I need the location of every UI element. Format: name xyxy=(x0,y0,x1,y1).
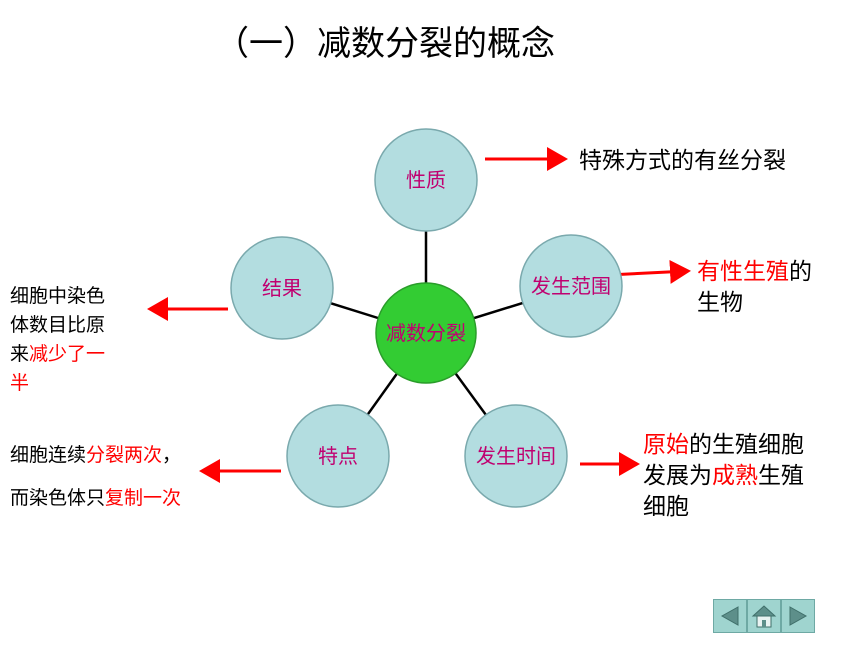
note-feature-emphasis1: 分裂两次 xyxy=(86,444,163,466)
note-scope-text: 的 xyxy=(789,259,812,285)
svg-text:发生范围: 发生范围 xyxy=(531,274,611,298)
note-time-line2b: 生殖 xyxy=(758,463,804,489)
prev-arrow-icon xyxy=(720,606,739,626)
node-result: 结果 xyxy=(230,236,334,340)
note-feature-line2: 而染色体只 xyxy=(10,487,106,509)
note-feature: 细胞连续分裂两次， 而染色体只复制一次 xyxy=(10,434,181,520)
home-button[interactable] xyxy=(747,599,781,633)
svg-text:特点: 特点 xyxy=(318,444,358,468)
note-time-line2a: 发展为 xyxy=(643,463,712,489)
note-feature-emphasis2: 复制一次 xyxy=(105,487,182,509)
svg-text:性质: 性质 xyxy=(406,168,446,192)
next-button[interactable] xyxy=(781,599,815,633)
note-nature-text: 特殊方式的有丝分裂 xyxy=(579,148,786,174)
note-result-line4: 半 xyxy=(10,372,30,394)
svg-text:结果: 结果 xyxy=(262,276,302,300)
note-feature-comma: ， xyxy=(162,444,182,466)
slide-title: （一）减数分裂的概念 xyxy=(215,24,555,64)
note-time-line1: 的生殖细胞 xyxy=(689,432,804,458)
note-result: 细胞中染色 体数目比原 来减少了一 半 xyxy=(10,282,105,398)
note-feature-line1: 细胞连续 xyxy=(10,444,87,466)
note-result-emphasis: 减少了一 xyxy=(29,343,106,365)
note-scope: 有性生殖的 生物 xyxy=(697,257,812,319)
node-nature: 性质 xyxy=(374,128,478,232)
note-scope-emphasis: 有性生殖 xyxy=(697,259,789,285)
note-nature: 特殊方式的有丝分裂 xyxy=(579,146,786,177)
note-result-line3: 来 xyxy=(10,343,30,365)
home-icon xyxy=(751,605,777,628)
svg-text:发生时间: 发生时间 xyxy=(476,444,556,468)
note-time-emphasis2: 成熟 xyxy=(712,463,758,489)
note-time: 原始的生殖细胞 发展为成熟生殖 细胞 xyxy=(643,430,804,523)
node-scope: 发生范围 xyxy=(519,234,623,338)
node-time: 发生时间 xyxy=(464,404,568,508)
note-result-line2: 体数目比原 xyxy=(10,314,106,336)
note-scope-line2: 生物 xyxy=(697,290,743,316)
node-center: 减数分裂 xyxy=(375,282,477,384)
prev-button[interactable] xyxy=(713,599,747,633)
node-feature: 特点 xyxy=(286,404,390,508)
note-time-line3: 细胞 xyxy=(643,494,689,520)
note-result-line1: 细胞中染色 xyxy=(10,285,106,307)
slide-navigation xyxy=(713,599,815,633)
svg-text:减数分裂: 减数分裂 xyxy=(386,321,466,345)
next-arrow-icon xyxy=(789,606,808,626)
note-time-emphasis1: 原始 xyxy=(643,432,689,458)
